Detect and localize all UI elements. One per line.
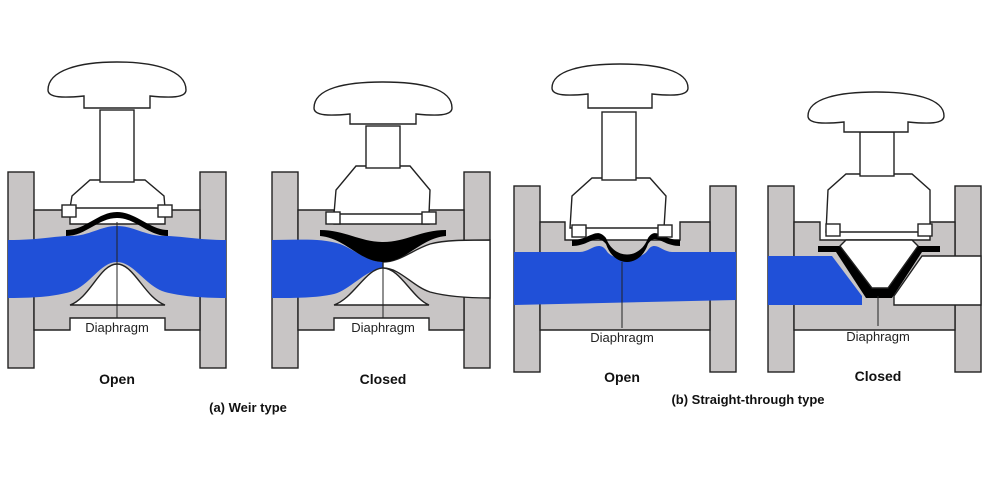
flow-channel-upstream [768, 256, 862, 305]
diaphragm [66, 212, 168, 236]
state-label-open: Open [99, 371, 135, 387]
state-label-closed: Closed [855, 368, 902, 384]
bolt-right [917, 223, 933, 237]
bonnet [69, 179, 166, 209]
caption-weir-type: (a) Weir type [209, 400, 287, 415]
stem [601, 111, 637, 181]
bolt-right [421, 211, 437, 225]
flow-channel-upstream [272, 239, 383, 298]
bolt-right [157, 204, 173, 218]
valve-weir-closed: Diaphragm Closed [271, 81, 491, 387]
diaphragm [572, 233, 680, 262]
bonnet [825, 173, 931, 233]
diaphragm-callout: Diaphragm [85, 320, 149, 335]
bolt-right [657, 224, 673, 238]
bolt-left [325, 211, 341, 225]
caption-straight-through-type: (b) Straight-through type [671, 392, 824, 407]
diaphragm-callout: Diaphragm [846, 329, 910, 344]
valve-weir-open: Diaphragm Open [7, 61, 227, 387]
handwheel [807, 91, 945, 133]
bolt-left [571, 224, 587, 238]
state-label-open: Open [604, 369, 640, 385]
flow-channel-downstream [893, 255, 982, 306]
state-label-closed: Closed [360, 371, 407, 387]
bolt-left [825, 223, 841, 237]
diaphragm [320, 230, 446, 262]
stem [99, 109, 135, 183]
flow-channel-downstream [382, 239, 491, 299]
bonnet [333, 165, 431, 215]
plunger [839, 239, 919, 289]
diaphragm-callout: Diaphragm [351, 320, 415, 335]
valve-straight-closed: Diaphragm Closed [767, 91, 982, 384]
bolt-left [61, 204, 77, 218]
stem [859, 131, 895, 177]
flow-channel [514, 246, 736, 305]
handwheel [47, 61, 187, 109]
handwheel [551, 63, 689, 109]
bonnet [569, 177, 667, 229]
stem [365, 125, 401, 169]
handwheel [313, 81, 453, 125]
diaphragm-callout: Diaphragm [590, 330, 654, 345]
valve-straight-open: Diaphragm Open [513, 63, 737, 385]
